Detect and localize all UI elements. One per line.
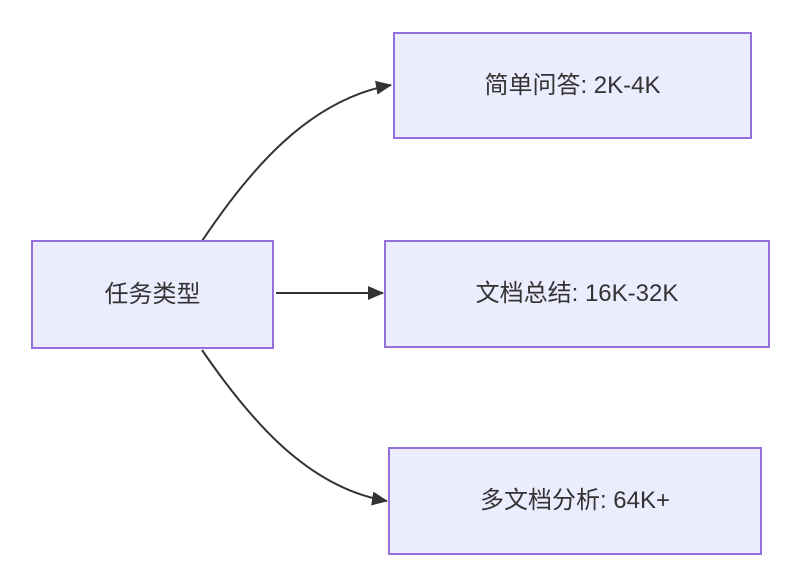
node-task-type-label: 任务类型 xyxy=(104,280,201,308)
node-doc-summary: 文档总结: 16K-32K xyxy=(384,240,770,348)
node-multi-doc-label: 多文档分析: 64K+ xyxy=(479,487,671,515)
node-multi-doc: 多文档分析: 64K+ xyxy=(388,447,762,555)
node-task-type: 任务类型 xyxy=(31,240,274,349)
edge-task-type-to-multi-doc xyxy=(201,349,388,506)
node-simple-qa: 简单问答: 2K-4K xyxy=(393,32,752,139)
node-simple-qa-label: 简单问答: 2K-4K xyxy=(484,71,661,99)
edge-task-type-to-simple-qa xyxy=(201,80,392,242)
node-doc-summary-label: 文档总结: 16K-32K xyxy=(475,280,679,308)
